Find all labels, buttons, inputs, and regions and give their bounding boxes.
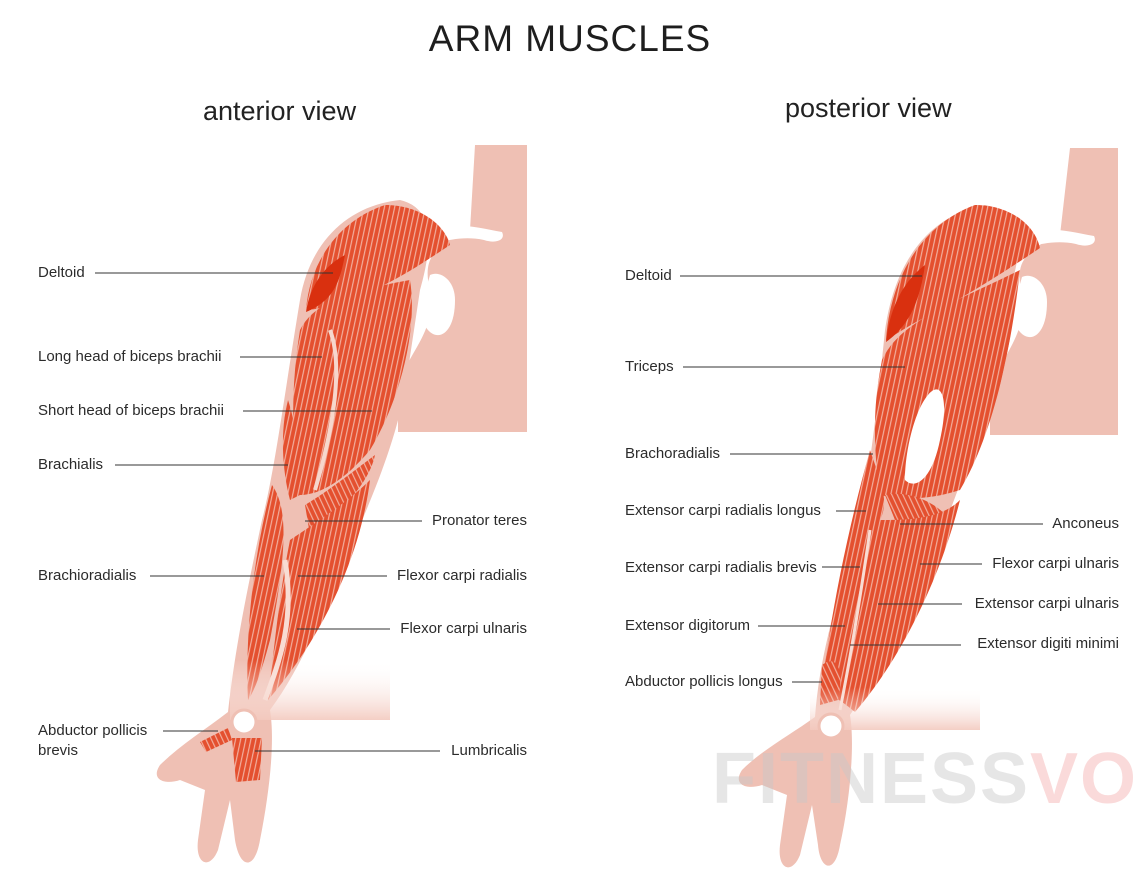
posterior-view-heading: posterior view xyxy=(785,93,952,123)
label-brachialis: Brachialis xyxy=(38,456,104,473)
label-short-head-biceps: Short head of biceps brachii xyxy=(38,402,224,419)
label-abductor-pollicis-brevis: brevis xyxy=(38,742,79,759)
label-extensor-carpi-radialis-brevis: Extensor carpi radialis brevis xyxy=(625,559,817,576)
label-brachoradialis: Brachoradialis xyxy=(625,445,721,462)
abductor-pollicis-brevis xyxy=(200,728,232,752)
label-flexor-carpi-ulnaris: Flexor carpi ulnaris xyxy=(400,620,527,637)
anterior-view-heading: anterior view xyxy=(203,96,357,126)
posterior-torso xyxy=(990,148,1118,435)
watermark-part1: FITNESS xyxy=(712,739,1031,819)
biceps xyxy=(293,280,412,495)
posterior-leader-lines xyxy=(680,275,1043,683)
label-brachioradialis: Brachioradialis xyxy=(38,567,137,584)
label-extensor-carpi-ulnaris: Extensor carpi ulnaris xyxy=(974,595,1119,612)
watermark-logo: FITNESSVOLT xyxy=(712,738,1140,820)
lumbricalis xyxy=(232,738,262,782)
deltoid-posterior xyxy=(886,205,1040,340)
label-long-head-biceps: Long head of biceps brachii xyxy=(38,348,222,365)
label-extensor-carpi-radialis-longus: Extensor carpi radialis longus xyxy=(625,502,821,519)
posterior-arm xyxy=(738,205,1040,868)
label-flexor-carpi-radialis: Flexor carpi radialis xyxy=(396,567,527,584)
label-pronator-teres: Pronator teres xyxy=(431,512,527,529)
label-triceps: Triceps xyxy=(625,358,674,375)
anterior-torso xyxy=(398,145,527,432)
label-flexor-carpi-ulnaris-posterior: Flexor carpi ulnaris xyxy=(992,555,1119,572)
watermark-part2: VOLT xyxy=(1030,739,1140,819)
anterior-arm xyxy=(156,200,450,863)
label-extensor-digitorum: Extensor digitorum xyxy=(625,617,751,634)
label-extensor-digiti-minimi: Extensor digiti minimi xyxy=(977,635,1119,652)
label-deltoid-posterior: Deltoid xyxy=(625,267,672,284)
anterior-leader-lines xyxy=(95,272,440,752)
diagram-title: ARM MUSCLES xyxy=(428,18,712,59)
label-anconeus: Anconeus xyxy=(1052,515,1119,532)
label-deltoid: Deltoid xyxy=(38,264,85,281)
label-abductor-pollicis-longus: Abductor pollicis longus xyxy=(625,673,783,690)
label-lumbricalis: Lumbricalis xyxy=(451,742,527,759)
brachialis xyxy=(282,400,300,500)
deltoid-anterior xyxy=(306,205,450,310)
label-abductor-pollicis: Abductor pollicis xyxy=(38,722,148,739)
